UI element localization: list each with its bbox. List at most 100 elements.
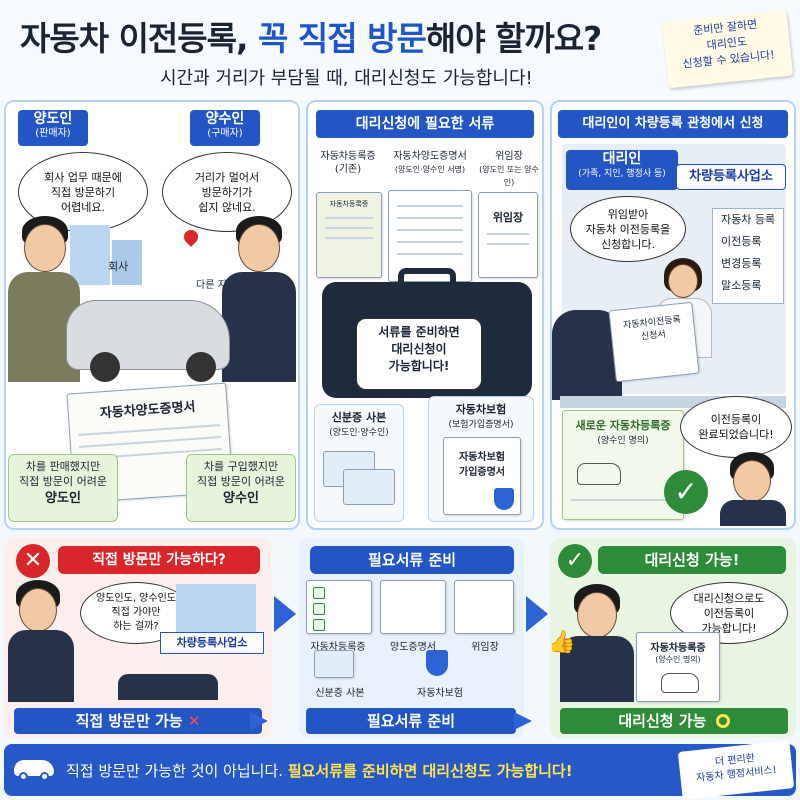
bubble-line: 직접 가야만 — [111, 607, 161, 618]
step-3-card-sub: (양수인 명의) — [655, 655, 701, 664]
shield-icon — [494, 488, 514, 510]
doc-sub: (양도인 또는 양수인) — [479, 165, 539, 187]
doc-label-3: 위임장 (양도인 또는 양수인) — [476, 150, 542, 189]
bubble-line: 이전등록이 — [710, 413, 762, 426]
arrow-right-icon — [274, 596, 296, 632]
check-icon — [313, 619, 325, 631]
bag-line: 가능합니다! — [388, 359, 450, 373]
briefcase-handle — [398, 268, 456, 288]
buyer-tag: 양수인 (구매자) — [190, 110, 260, 146]
doc-title: 위임장 — [495, 151, 523, 162]
insurance-label: 자동차보험 — [455, 403, 507, 416]
bubble-line: 대리신청으로도 — [693, 591, 765, 605]
office-sign: 차량등록사업소 — [676, 164, 786, 190]
step-1-header: 직접 방문만 가능하다? — [58, 546, 260, 574]
location-label: 다른 지역 — [196, 280, 236, 291]
bottom-banner — [4, 744, 796, 796]
arrow-right-icon — [514, 712, 532, 730]
thumbs-up-icon: 👍 — [548, 630, 576, 655]
note-line: 직접 방문이 어려운 — [19, 475, 107, 488]
bag-line: 대리신청이 — [391, 342, 447, 356]
seller-tag: 양도인 (판매자) — [18, 110, 88, 146]
menu-item: 이전등록 — [721, 235, 762, 248]
note-line: 차를 구입했지만 — [203, 460, 279, 473]
insurance-card: 자동차보험 (보험가입증명서) 자동차보험 가입증명서 — [428, 396, 534, 522]
bubble-line: 어렵네요. — [61, 200, 105, 214]
step-2-item: 자동차보험 — [417, 688, 463, 699]
documents-header: 대리신청에 필요한 서류 — [316, 110, 534, 138]
bubble-line: 거리가 멀어서 — [194, 170, 260, 184]
bottom-text-1: 직접 방문만 가능한 것이 아닙니다. — [66, 762, 284, 780]
building-illustration — [112, 240, 142, 285]
buyer-body — [222, 272, 296, 382]
bubble-line: 쉽지 않네요. — [198, 200, 256, 214]
bubble-line: 위임받아 — [607, 207, 649, 221]
check-icon: ✓ — [558, 544, 592, 578]
bottom-message: 직접 방문만 가능한 것이 아닙니다. 필요서류를 준비하면 대리신청도 가능합… — [66, 760, 573, 781]
step-1-bar-label: 직접 방문만 가능 — [75, 712, 183, 730]
company-sign: 회사 — [108, 260, 129, 273]
car-icon — [661, 673, 699, 693]
step-3-card-title: 자동차등록증 — [650, 643, 706, 654]
agent-tag: 대리인 (가족, 지인, 행정사 등) — [566, 150, 678, 190]
seller-sub: (판매자) — [35, 128, 71, 139]
title-part3: 해야 할까요? — [425, 19, 602, 58]
arrow-right-icon — [250, 712, 268, 730]
car-wheel — [90, 352, 120, 382]
step-2-bar: 필요서류 준비 — [306, 708, 516, 734]
doc-sub: (양도인·양수인 서명) — [394, 165, 466, 174]
doc-title: 자동차양도증명서 — [393, 151, 467, 162]
step-3-bar: 대리신청 가능 — [560, 708, 788, 734]
menu-item: 말소등록 — [721, 279, 762, 292]
seller-avatar — [24, 224, 66, 272]
step-2-item: 양도증명서 — [390, 642, 436, 653]
registration-card-doc: 자동차등록증 — [316, 192, 382, 278]
note-bold: 양수인 — [223, 491, 259, 506]
insurance-sub: (보험가입증명서) — [448, 420, 514, 430]
car-icon — [577, 463, 621, 485]
briefcase-message: 서류를 준비하면 대리신청이 가능합니다! — [356, 318, 482, 390]
doc-card-title: 자동차등록증 — [329, 200, 369, 208]
id-sub: (양도인·양수인) — [329, 428, 389, 438]
new-registration-card: 새로운 자동차등록증 (양수인 명의) — [562, 410, 684, 520]
step-3-bar-label: 대리신청 가능 — [618, 712, 707, 730]
step-3-card: 자동차등록증 (양수인 명의) — [636, 632, 720, 702]
step-1-bubble: 양도인도, 양수인도 직접 가야만 하는 걸까? — [80, 582, 192, 644]
step-3-body — [560, 636, 634, 702]
bubble-line: 완료되었습니다! — [698, 428, 774, 441]
note-line: 직접 방문이 어려운 — [197, 475, 285, 488]
step-2-header: 필요서류 준비 — [310, 546, 514, 574]
queue-people — [118, 674, 218, 700]
bubble-line: 자동차 이전등록을 — [585, 222, 671, 236]
step-2-item: 자동차등록증 — [310, 642, 366, 653]
note-bold: 양도인 — [45, 491, 81, 506]
agent2-avatar — [733, 460, 771, 502]
check-icon: ✓ — [664, 470, 708, 514]
buyer-note: 차를 구입했지만 직접 방문이 어려운 양수인 — [186, 454, 296, 522]
page-title: 자동차 이전등록, 꼭 직접 방문해야 할까요? — [20, 12, 602, 60]
power-of-attorney-doc: 위임장 — [478, 192, 538, 278]
title-part1: 자동차 이전등록, — [20, 19, 249, 58]
check-icon — [313, 587, 325, 599]
title-highlight: 꼭 직접 방문 — [258, 19, 427, 58]
bottom-text-2: 필요서류를 준비하면 대리신청도 가능합니다! — [287, 762, 573, 780]
check-icon — [313, 603, 325, 615]
menu-item: 자동차 등록 — [721, 213, 776, 226]
agent2-body — [720, 500, 786, 526]
x-icon: ✕ — [187, 712, 201, 730]
step-1-bar: 직접 방문만 가능 ✕ — [14, 708, 262, 734]
buyer-avatar — [238, 224, 280, 272]
building-illustration — [70, 225, 110, 285]
step-3-header: 대리신청 가능! — [598, 546, 786, 574]
ins-doc-line: 가입증명서 — [459, 467, 505, 478]
bubble-line: 이전등록이 — [703, 606, 755, 620]
bubble-line: 직접 방문하기 — [50, 185, 116, 199]
menu-item: 변경등록 — [721, 257, 762, 270]
step-3-avatar — [577, 592, 617, 638]
insurance-doc: 자동차보험 가입증명서 — [443, 437, 521, 515]
poa-title: 위임장 — [492, 211, 524, 224]
buyer-sub: (구매자) — [207, 128, 243, 139]
doc-sub: (기존) — [334, 164, 362, 175]
transfer-doc-title: 자동차양도증명서 — [99, 399, 196, 422]
subtitle: 시간과 거리가 부담될 때, 대리신청도 가능합니다! — [160, 68, 533, 89]
